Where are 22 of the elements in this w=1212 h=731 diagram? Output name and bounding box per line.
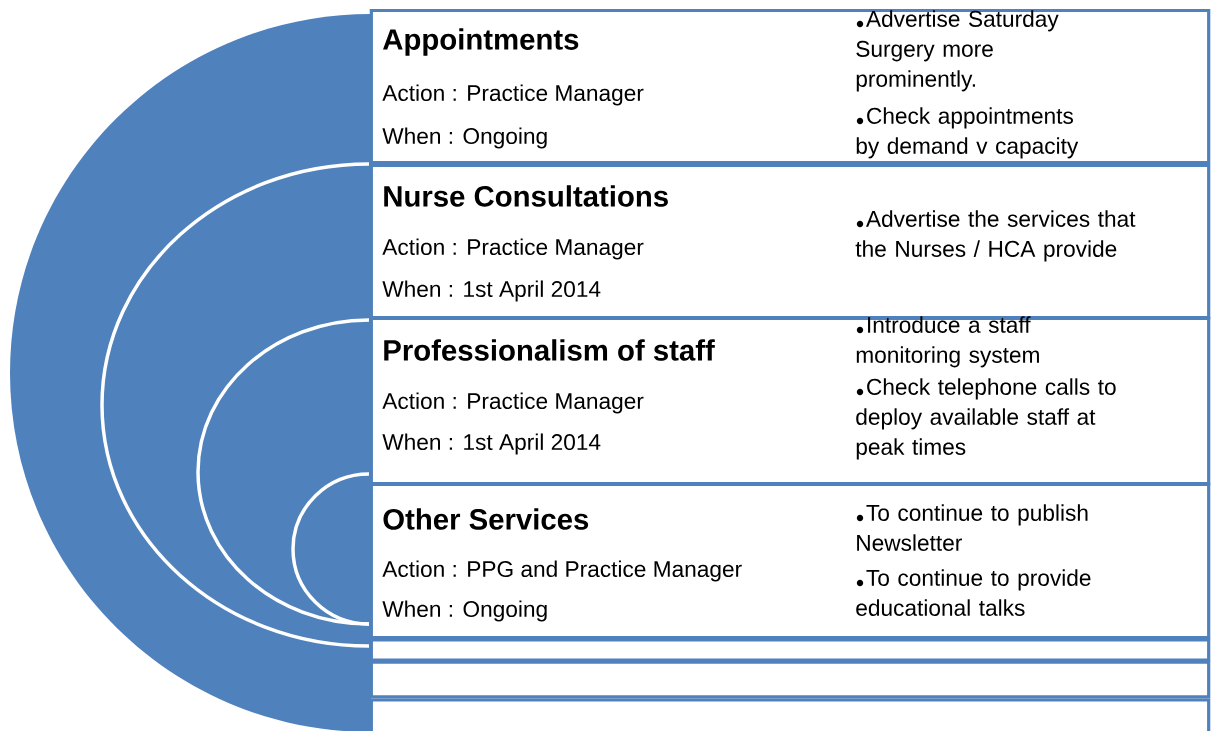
- when-text: When : 1st April 2014: [382, 280, 601, 302]
- when-text: When : Ongoing: [382, 127, 547, 149]
- bullet-item: Advertise Saturday Surgery more prominently.: [856, 10, 1059, 92]
- bullet-item: To continue to publish Newsletter: [856, 504, 1088, 551]
- empty-row-box: [369, 660, 1211, 699]
- bullet-item: Introduce a staff monitoring system: [856, 316, 1039, 368]
- action-text: Action : Practice Manager: [382, 392, 644, 414]
- when-text: When : 1st April 2014: [382, 433, 601, 455]
- empty-row-box: [369, 638, 1211, 662]
- row-heading: Nurse Consultations: [384, 185, 668, 207]
- row-heading: Professionalism of staff: [384, 339, 715, 361]
- action-text: Action : PPG and Practice Manager: [382, 560, 742, 582]
- bullet-item: Check appointments by demand v capacity: [856, 107, 1079, 159]
- bullet-item: Check telephone calls to deploy available staff at peak times: [856, 378, 1116, 460]
- empty-row-box: [369, 698, 1211, 731]
- bullet-item: To continue to provide educational talks: [856, 569, 1091, 616]
- bullet-item: Advertise the services that the Nurses / HCA provide: [855, 210, 1136, 262]
- action-text: Action : Practice Manager: [382, 238, 644, 260]
- action-text: Action : Practice Manager: [382, 84, 644, 106]
- row-heading: Other Services: [383, 508, 589, 530]
- row-heading: Appointments: [383, 28, 579, 56]
- when-text: When : Ongoing: [382, 600, 547, 622]
